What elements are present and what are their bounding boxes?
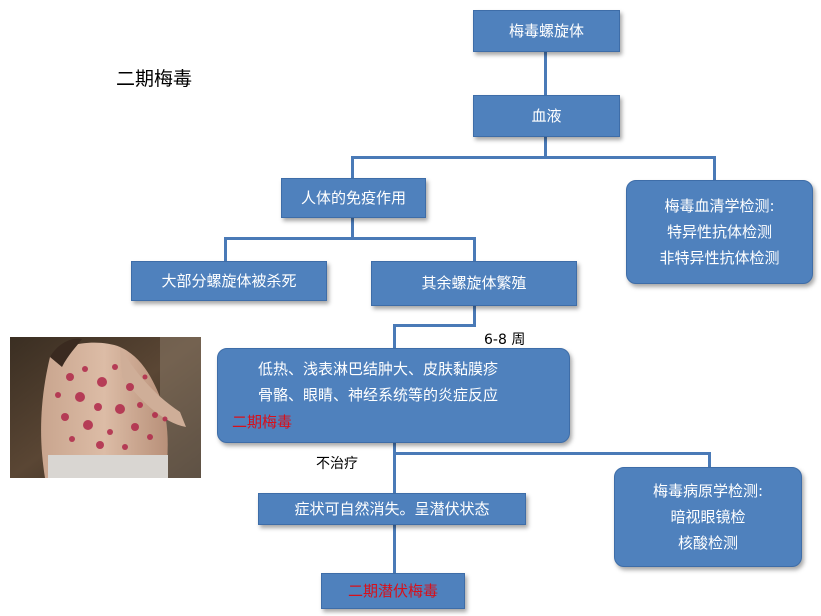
node-killed: 大部分螺旋体被杀死	[131, 261, 327, 301]
node-proliferate: 其余螺旋体繁殖	[371, 261, 577, 306]
edge-label-untreated: 不治疗	[316, 456, 358, 472]
rash-photo	[10, 337, 201, 478]
node-immune: 人体的免疫作用	[281, 178, 426, 218]
connector-blood-branch	[351, 156, 716, 159]
symptoms-stage-label: 二期梅毒	[232, 412, 293, 431]
connector-immune-down	[351, 218, 354, 238]
node-blood: 血液	[473, 95, 620, 137]
connector-to-immune	[351, 156, 354, 178]
connector-treponema-blood	[544, 52, 547, 95]
connector-proliferate-left	[393, 324, 476, 327]
connector-blood-down	[544, 137, 547, 157]
edge-label-weeks: 6-8 周	[484, 332, 526, 348]
connector-symptoms-down	[393, 443, 396, 493]
connector-immune-branch	[224, 237, 476, 240]
node-latent: 二期潜伏梅毒	[321, 573, 465, 609]
connector-to-symptoms	[393, 324, 396, 348]
node-disappear: 症状可自然消失。呈潜伏状态	[258, 493, 526, 525]
node-symptoms: 低热、浅表淋巴结肿大、皮肤黏膜疹 骨骼、眼睛、神经系统等的炎症反应 二期梅毒	[217, 348, 570, 443]
page-title: 二期梅毒	[116, 68, 193, 90]
connector-to-serology	[713, 156, 716, 180]
connector-to-pathogen-h	[393, 452, 711, 455]
node-treponema: 梅毒螺旋体	[473, 10, 620, 52]
connector-to-proliferate	[473, 237, 476, 261]
connector-to-pathogen-v	[708, 452, 711, 467]
connector-proliferate-down	[473, 306, 476, 326]
connector-to-killed	[224, 237, 227, 261]
node-pathogen: 梅毒病原学检测: 暗视眼镜检 核酸检测	[614, 467, 802, 567]
node-serology: 梅毒血清学检测: 特异性抗体检测 非特异性抗体检测	[626, 180, 813, 284]
connector-disappear-down	[393, 525, 396, 573]
